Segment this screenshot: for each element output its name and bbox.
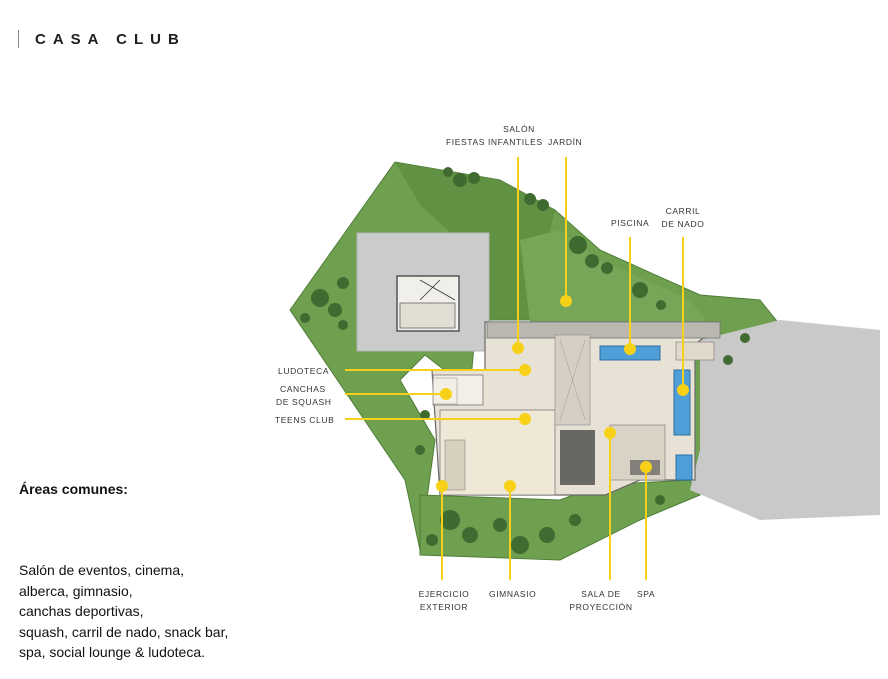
label-sala-proyeccion: SALA DE PROYECCIÓN (569, 589, 633, 612)
cinema-room (560, 430, 595, 485)
tree (656, 300, 666, 310)
trees-group (300, 167, 750, 554)
tree (311, 289, 329, 307)
label-jardin: JARDÍN (548, 137, 583, 147)
areas-line: squash, carril de nado, snack bar, (19, 623, 229, 640)
tree (632, 282, 648, 298)
label-canchas-squash: CANCHAS DE SQUASH (276, 384, 332, 407)
tree (539, 527, 555, 543)
label-spa: SPA (637, 589, 656, 599)
tree (537, 199, 549, 211)
marker-carril (677, 384, 689, 396)
marker-gimnasio (504, 480, 516, 492)
label-carril-nado: CARRIL DE NADO (661, 206, 705, 229)
marker-piscina (624, 343, 636, 355)
tree (493, 518, 507, 532)
tree (569, 236, 587, 254)
tree (723, 355, 733, 365)
tree (300, 313, 310, 323)
marker-sala (604, 427, 616, 439)
areas-description: Salón de eventos, cinema, alberca, gimna… (19, 560, 279, 663)
tree (462, 527, 478, 543)
parking-paving (690, 320, 880, 520)
tree (511, 536, 529, 554)
tree (426, 534, 438, 546)
tree (601, 262, 613, 274)
title-divider (18, 30, 19, 48)
tree (440, 510, 460, 530)
areas-line: spa, social lounge & ludoteca. (19, 644, 206, 660)
squash-court (432, 374, 484, 406)
marker-teens (519, 413, 531, 425)
leader-lines (345, 157, 684, 580)
marker-squash (440, 388, 452, 400)
label-gimnasio: GIMNASIO (489, 589, 537, 599)
areas-heading: Áreas comunes: (19, 481, 128, 497)
marker-ejercicio (436, 480, 448, 492)
marker-salon-fiestas (512, 342, 524, 354)
tree (420, 410, 430, 420)
tree (338, 320, 348, 330)
tree (740, 333, 750, 343)
label-teens-club: TEENS CLUB (275, 415, 335, 425)
sport-court (675, 341, 715, 361)
label-salon-fiestas: SALÓN FIESTAS INFANTILES (446, 124, 543, 147)
label-ludoteca: LUDOTECA (278, 366, 330, 376)
areas-line: alberca, gimnasio, (19, 582, 133, 599)
tree (453, 173, 467, 187)
tree (468, 172, 480, 184)
marker-jardin (560, 295, 572, 307)
markers (436, 295, 689, 492)
tree (415, 445, 425, 455)
tree (337, 277, 349, 289)
tree (443, 167, 453, 177)
areas-line: canchas deportivas, (19, 603, 144, 619)
tree (328, 303, 342, 317)
tree (655, 495, 665, 505)
areas-line: Salón de eventos, cinema, (19, 562, 184, 578)
page-title: CASA CLUB (35, 31, 186, 48)
label-piscina: PISCINA (611, 218, 650, 228)
tree (569, 514, 581, 526)
spa-pool (675, 454, 693, 481)
lawn-garden (520, 230, 710, 325)
label-ejercicio-exterior: EJERCICIO EXTERIOR (418, 589, 470, 612)
tree (585, 254, 599, 268)
marker-spa (640, 461, 652, 473)
clubhouse-roof (486, 321, 721, 339)
marker-ludoteca (519, 364, 531, 376)
tree (524, 193, 536, 205)
